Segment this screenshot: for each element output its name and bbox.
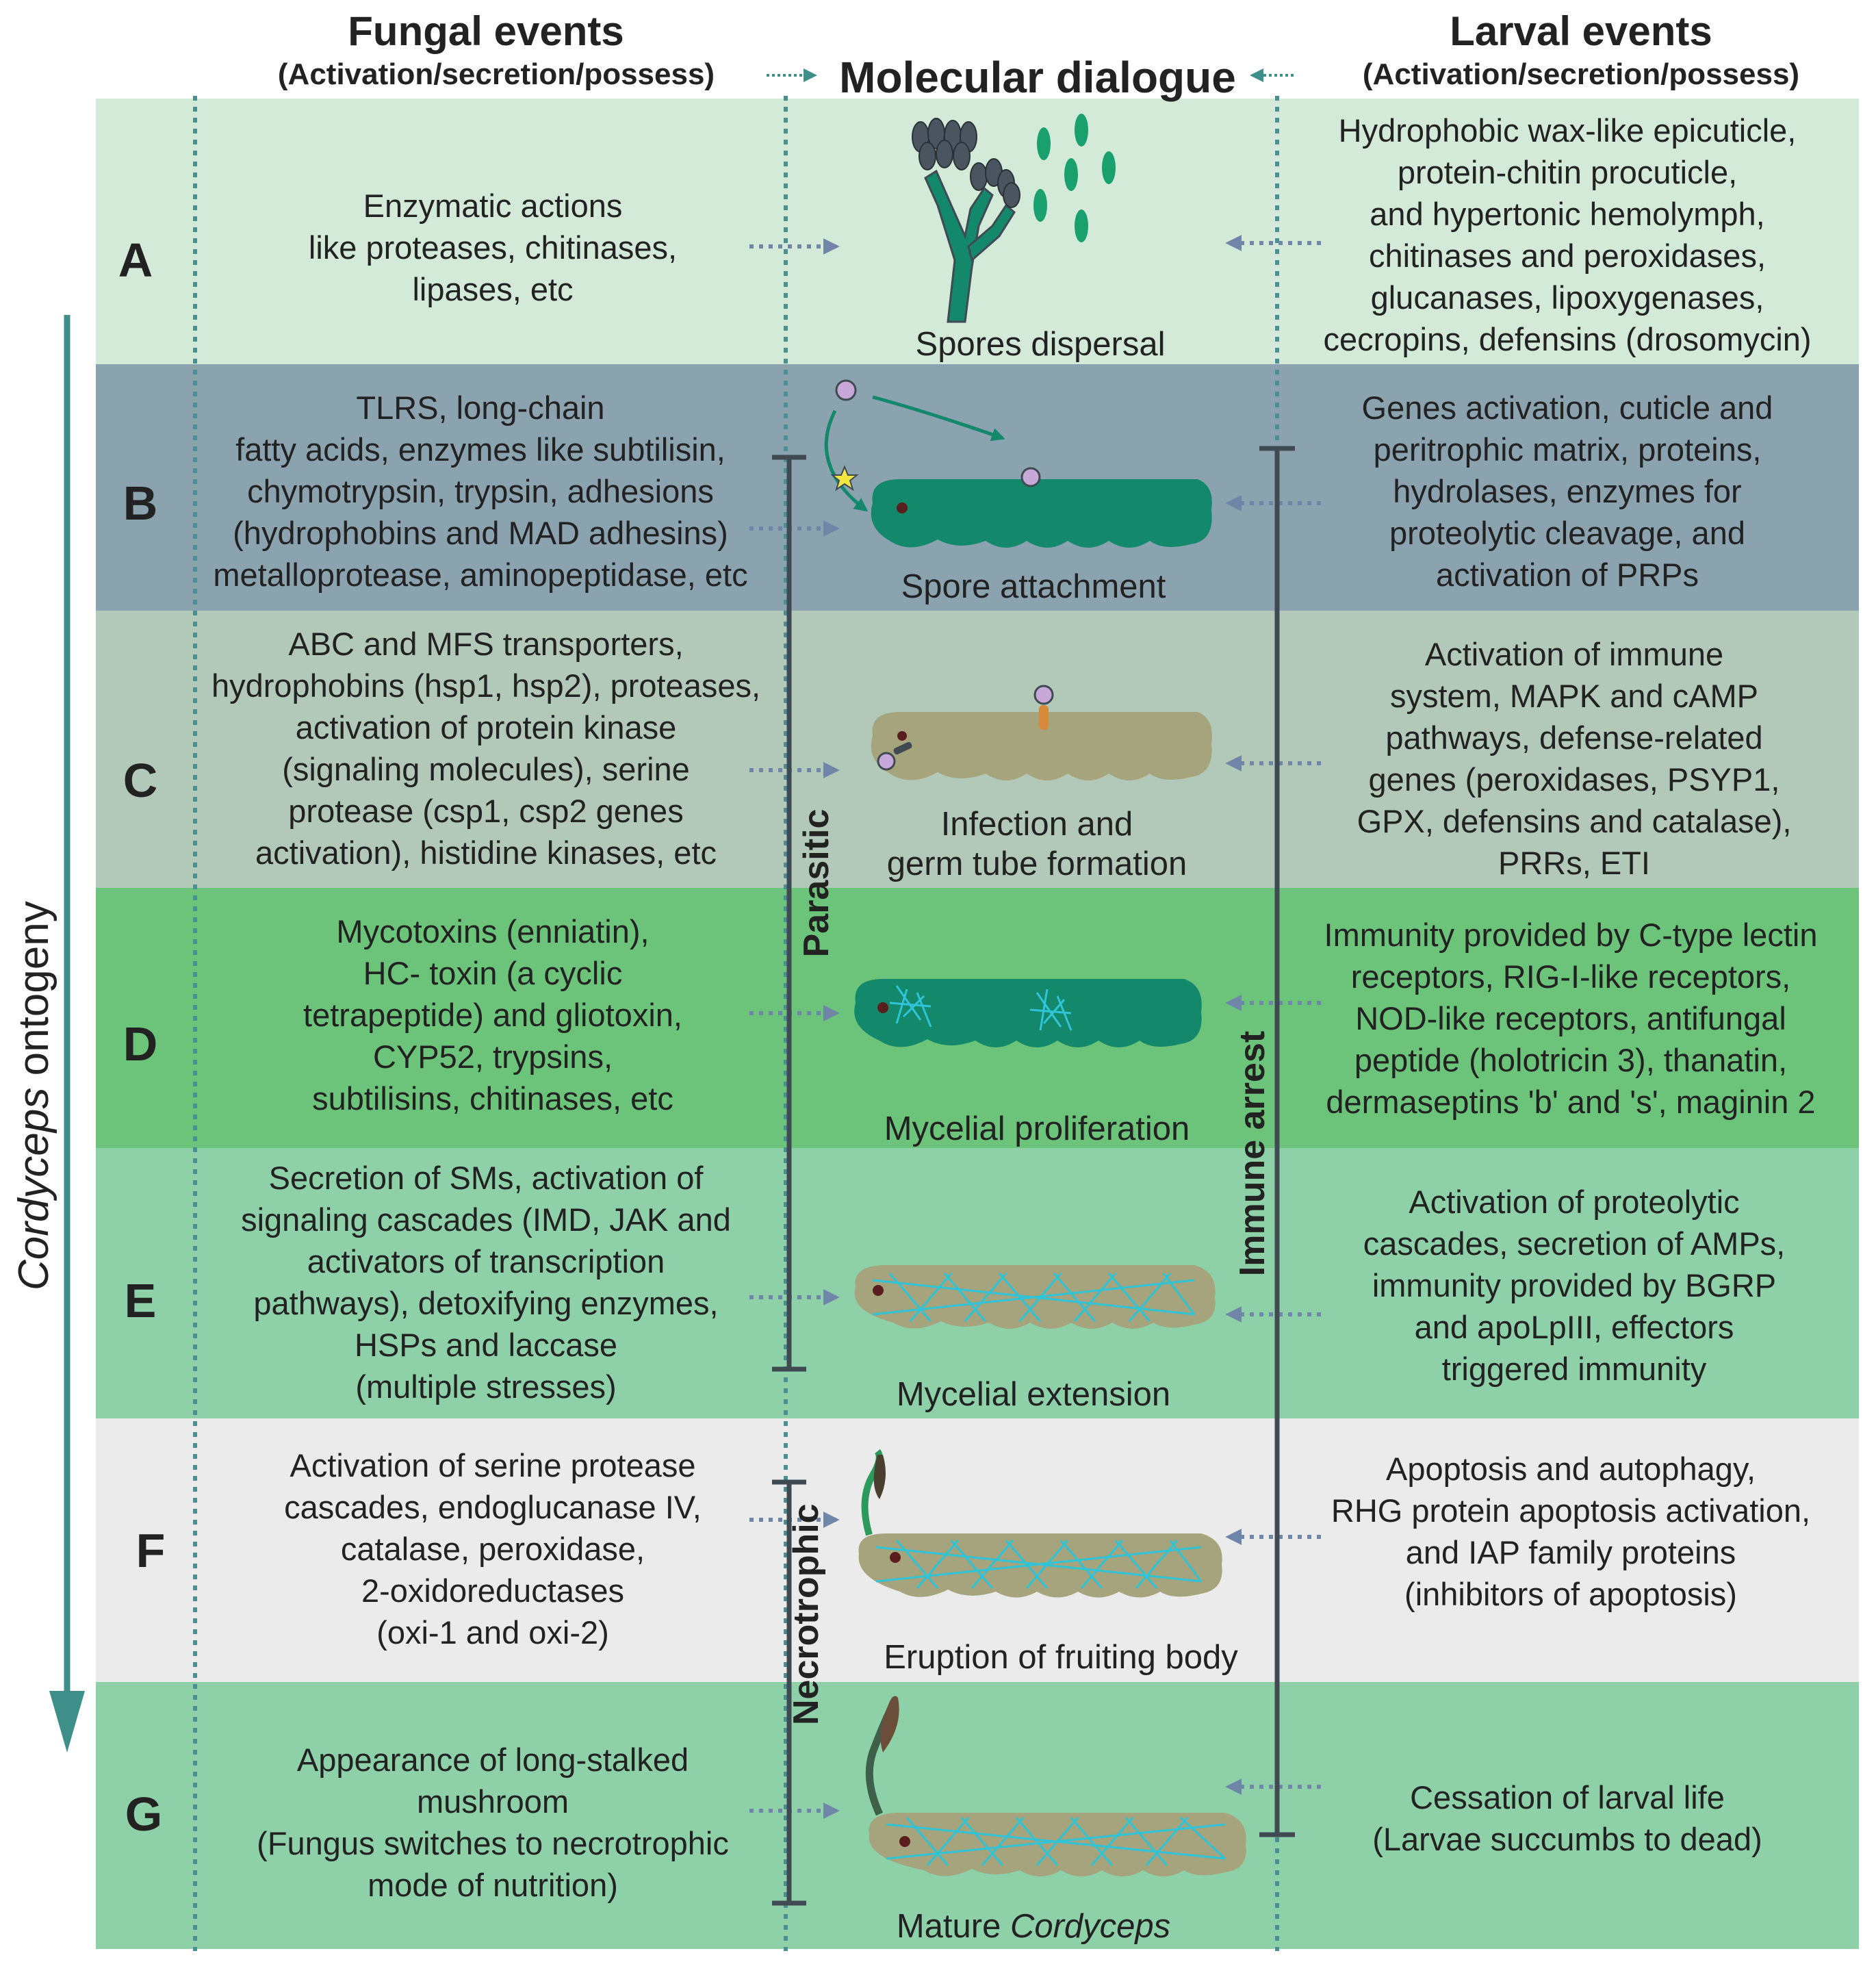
row-g-larval-text: Cessation of larval life (Larvae succumb…: [1372, 1779, 1762, 1857]
row-letter-g: G: [125, 1787, 163, 1841]
row-c-fungal-text: ABC and MFS transporters, hydrophobins (…: [211, 626, 761, 871]
larval-events-title: Larval events: [1450, 8, 1712, 54]
row-g-fungal-text: Appearance of long-stalked mushroom (Fun…: [257, 1742, 729, 1903]
row-d-fungal-text: Mycotoxins (enniatin), HC- toxin (a cycl…: [303, 913, 682, 1117]
row-b-larval-text: Genes activation, cuticle and peritrophi…: [1361, 390, 1773, 593]
mature-cordyceps-illustration: [865, 1696, 1246, 1876]
row-f-fungal-text: Activation of serine protease cascades, …: [284, 1447, 702, 1651]
fungus-spores-illustration: [912, 114, 1116, 323]
stage-mature-cordyceps: Mature Cordyceps: [896, 1908, 1171, 1945]
mycelial-proliferation-illustration: [854, 979, 1202, 1047]
infection-illustration: [871, 685, 1212, 780]
stage-spore-attachment: Spore attachment: [901, 568, 1166, 605]
stage-mycelial-extension: Mycelial extension: [896, 1376, 1171, 1413]
stage-spores-dispersal: Spores dispersal: [915, 326, 1166, 363]
fungal-events-subtitle: (Activation/secretion/possess): [277, 58, 715, 91]
row-c-larval-text: Activation of immune system, MAPK and cA…: [1357, 636, 1792, 881]
fruiting-body-illustration: [858, 1449, 1222, 1598]
stage-infection-germ-tube: Infection and germ tube formation: [886, 806, 1187, 882]
immune-arrest-bracket: [1259, 446, 1295, 1837]
molecular-dialogue-title: Molecular dialogue: [839, 53, 1236, 102]
row-letter-b: B: [123, 476, 158, 530]
dialogue-arrows: [749, 235, 1321, 1819]
stage-eruption-fruiting-body: Eruption of fruiting body: [884, 1639, 1238, 1676]
fungal-events-title: Fungal events: [348, 8, 624, 54]
row-e-fungal-text: Secretion of SMs, activation of signalin…: [241, 1160, 731, 1405]
immune-arrest-phase-label: Immune arrest: [1233, 1030, 1272, 1277]
ontogeny-arrow: [49, 315, 85, 1753]
parasitic-bracket: [772, 455, 806, 1372]
spore-attachment-illustration: [824, 379, 1212, 548]
row-letter-f: F: [136, 1524, 166, 1577]
row-e-larval-text: Activation of proteolytic cascades, secr…: [1363, 1184, 1786, 1387]
row-d-larval-text: Immunity provided by C-type lectin recep…: [1324, 917, 1818, 1120]
necrotrophic-bracket: [772, 1479, 806, 1906]
row-letter-e: E: [124, 1274, 157, 1327]
row-letter-c: C: [123, 754, 158, 807]
row-b-fungal-text: TLRS, long-chain fatty acids, enzymes li…: [213, 390, 748, 593]
row-a-fungal-text: Enzymatic actions like proteases, chitin…: [308, 188, 678, 307]
stage-mycelial-proliferation: Mycelial proliferation: [884, 1110, 1190, 1147]
larval-events-subtitle: (Activation/secretion/possess): [1362, 58, 1800, 91]
necrotrophic-phase-label: Necrotrophic: [786, 1503, 826, 1725]
ontogeny-axis-label: Cordyceps ontogeny: [10, 901, 57, 1290]
row-letter-d: D: [123, 1017, 158, 1071]
row-f-larval-text: Apoptosis and autophagy, RHG protein apo…: [1331, 1451, 1811, 1612]
row-a-larval-text: Hydrophobic wax-like epicuticle, protein…: [1323, 112, 1812, 357]
row-letter-a: A: [118, 233, 153, 287]
mycelial-extension-illustration: [854, 1265, 1216, 1329]
